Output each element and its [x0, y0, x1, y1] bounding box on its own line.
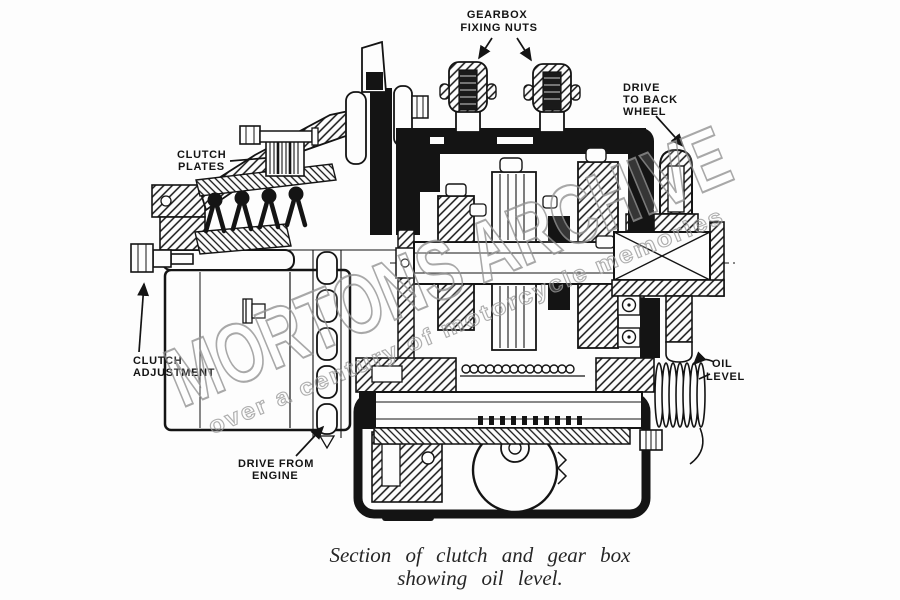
caption-line-1: Section of clutch and gear box [329, 543, 631, 567]
annotation-labels: GEARBOX FIXING NUTS DRIVE TO BACK WHEEL … [133, 9, 745, 482]
leader-oil-level-2 [698, 373, 711, 380]
figure-caption: Section of clutch and gear box showing o… [329, 543, 631, 590]
gearbox-fixing-studs [439, 61, 581, 133]
kickstart-spring [460, 364, 585, 377]
leader-lines [137, 37, 715, 457]
leader-drive-engine [295, 425, 325, 457]
label-clutch-plates: CLUTCH PLATES [177, 149, 230, 173]
label-drive-to-back-wheel: DRIVE TO BACK WHEEL [623, 82, 682, 118]
leader-oil-level [692, 351, 715, 366]
clutch-adjustment-screw [130, 243, 194, 273]
clutch-plate-pack [265, 139, 305, 177]
leader-clutch-adjustment [137, 282, 150, 353]
leader-back-wheel [655, 115, 685, 148]
leader-clutch-plates [229, 157, 267, 162]
leader-fixing-nut-left [478, 37, 493, 60]
label-clutch-adjustment: CLUTCH ADJUSTMENT [133, 355, 215, 379]
label-drive-from-engine: DRIVE FROM ENGINE [238, 458, 318, 482]
caption-line-2: showing oil level. [397, 566, 563, 590]
engine-sprocket [312, 250, 342, 450]
fixing-stud-left [439, 61, 497, 133]
section-drawing [130, 40, 735, 521]
gear-internals [395, 147, 619, 351]
clutch-springs [203, 186, 308, 234]
leader-fixing-nut-right [516, 37, 532, 62]
bottom-case [353, 357, 663, 521]
label-oil-level: OIL LEVEL [706, 358, 745, 383]
clutch-assembly [130, 106, 364, 450]
oil-level-spring [654, 362, 706, 428]
fixing-stud-right [523, 63, 581, 133]
label-gearbox-fixing-nuts: GEARBOX FIXING NUTS [460, 9, 537, 34]
clutch-lever-group [345, 40, 429, 235]
